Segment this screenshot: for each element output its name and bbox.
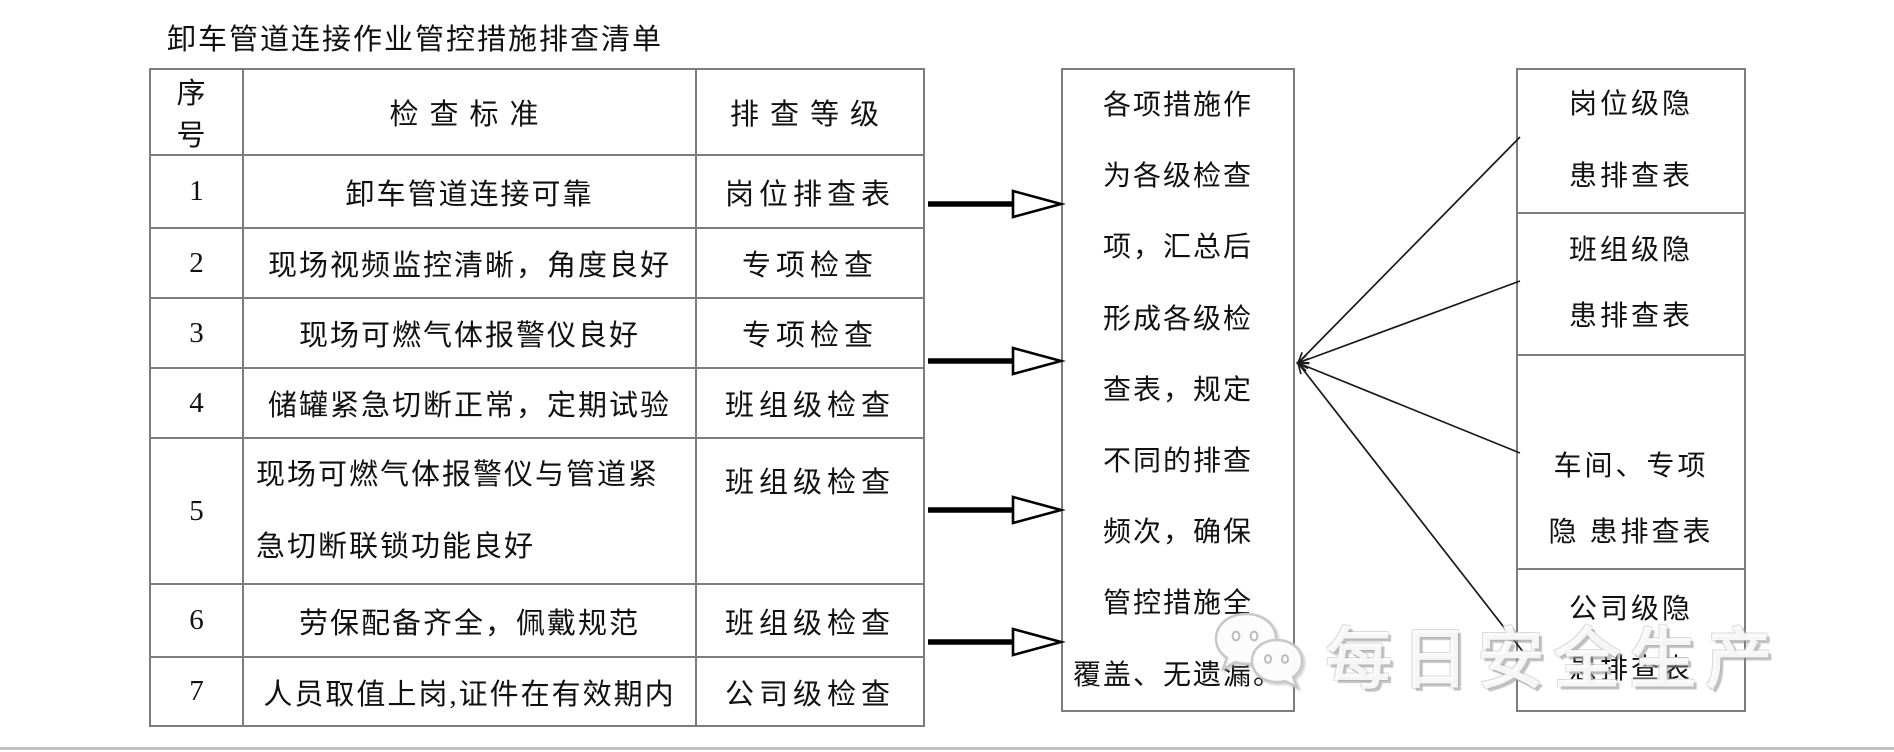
output-box-post-level: 岗位级隐 患排查表 — [1516, 68, 1746, 214]
output-box-team-level: 班组级隐 患排查表 — [1516, 212, 1746, 356]
output-tables-column: 岗位级隐 患排查表 班组级隐 患排查表 车间、专项 隐 患排查表 公司级隐 患排… — [1516, 68, 1746, 712]
cell-standard: 现场可燃气体报警仪良好 — [242, 297, 697, 369]
summary-line: 管控措施全 — [1102, 588, 1253, 620]
table-row: 5 现场可燃气体报警仪与管道紧 急切断联锁功能良好 班组级检查 — [149, 437, 925, 585]
fan-line — [1296, 361, 1525, 654]
cell-no: 1 — [149, 154, 244, 229]
fan-line — [1296, 136, 1521, 365]
cell-standard: 卸车管道连接可靠 — [242, 154, 697, 229]
cell-standard: 储罐紧急切断正常，定期试验 — [242, 367, 697, 439]
output-box-line: 隐 患排查表 — [1548, 517, 1714, 548]
header-no: 序号 — [149, 68, 244, 156]
table-row: 1 卸车管道连接可靠 岗位排查表 — [149, 154, 925, 229]
table-row: 2 现场视频监控清晰，角度良好 专项检查 — [149, 227, 925, 299]
summary-line: 频次，确保 — [1102, 517, 1253, 549]
table-header-row: 序号 检查标准 排查等级 — [149, 68, 925, 156]
right-arrow — [928, 627, 1066, 657]
cell-level: 班组级检查 — [695, 437, 925, 585]
right-arrow — [928, 346, 1066, 376]
table-row: 7 人员取值上岗,证件在有效期内 公司级检查 — [149, 656, 925, 727]
cell-no: 5 — [149, 437, 244, 585]
fan-branch-lines — [1295, 136, 1525, 654]
cell-level: 专项检查 — [695, 297, 925, 369]
cell-standard: 现场视频监控清晰，角度良好 — [242, 227, 697, 299]
summary-line: 项，汇总后 — [1102, 232, 1253, 264]
cell-no: 4 — [149, 367, 244, 439]
cell-level: 岗位排查表 — [695, 154, 925, 229]
right-arrow — [928, 189, 1066, 219]
summary-line: 形成各级检 — [1102, 303, 1253, 335]
cell-no: 3 — [149, 297, 244, 369]
cell-level: 班组级检查 — [695, 367, 925, 439]
right-arrow — [928, 495, 1066, 525]
level-flow-arrows — [928, 189, 1066, 657]
standard-line: 现场可燃气体报警仪与管道紧 — [256, 459, 660, 491]
output-box-company-level: 公司级隐 患排查表 — [1516, 568, 1746, 712]
cell-level: 班组级检查 — [695, 583, 925, 658]
summary-note-box: 各项措施作 为各级检查 项，汇总后 形成各级检 查表，规定 不同的排查 频次，确… — [1061, 68, 1295, 712]
table-row: 4 储罐紧急切断正常，定期试验 班组级检查 — [149, 367, 925, 439]
summary-line: 覆盖、无遗漏。 — [1072, 659, 1283, 691]
cell-standard: 人员取值上岗,证件在有效期内 — [242, 656, 697, 727]
output-box-line: 岗位级隐 — [1568, 89, 1693, 120]
output-box-line: 患排查表 — [1568, 301, 1693, 332]
cell-no: 2 — [149, 227, 244, 299]
cell-level: 专项检查 — [695, 227, 925, 299]
cell-no: 6 — [149, 583, 244, 658]
cell-no: 7 — [149, 656, 244, 727]
output-box-line: 车间、专项 — [1553, 451, 1709, 482]
summary-line: 查表，规定 — [1102, 374, 1253, 406]
page-title: 卸车管道连接作业管控措施排查清单 — [167, 24, 664, 56]
fan-line — [1295, 280, 1521, 365]
cell-standard: 现场可燃气体报警仪与管道紧 急切断联锁功能良好 — [242, 437, 697, 585]
checklist-table: 序号 检查标准 排查等级 1 卸车管道连接可靠 岗位排查表 2 现场视频监控清晰… — [149, 68, 925, 727]
summary-line: 不同的排查 — [1102, 446, 1253, 478]
output-box-line: 班组级隐 — [1568, 235, 1693, 266]
page-bottom-edge — [0, 747, 1894, 750]
cell-standard: 劳保配备齐全，佩戴规范 — [242, 583, 697, 658]
fan-line — [1296, 361, 1521, 454]
output-box-line: 患排查表 — [1568, 654, 1693, 685]
output-box-line: 患排查表 — [1568, 161, 1693, 192]
output-box-workshop-special: 车间、专项 隐 患排查表 — [1516, 354, 1746, 570]
cell-level: 公司级检查 — [695, 656, 925, 727]
table-row: 6 劳保配备齐全，佩戴规范 班组级检查 — [149, 583, 925, 658]
summary-line: 为各级检查 — [1102, 161, 1253, 193]
output-box-line: 公司级隐 — [1568, 594, 1693, 625]
header-standard: 检查标准 — [242, 68, 697, 156]
standard-line: 急切断联锁功能良好 — [256, 531, 536, 563]
summary-line: 各项措施作 — [1102, 90, 1253, 121]
table-row: 3 现场可燃气体报警仪良好 专项检查 — [149, 297, 925, 369]
header-level: 排查等级 — [695, 68, 925, 156]
